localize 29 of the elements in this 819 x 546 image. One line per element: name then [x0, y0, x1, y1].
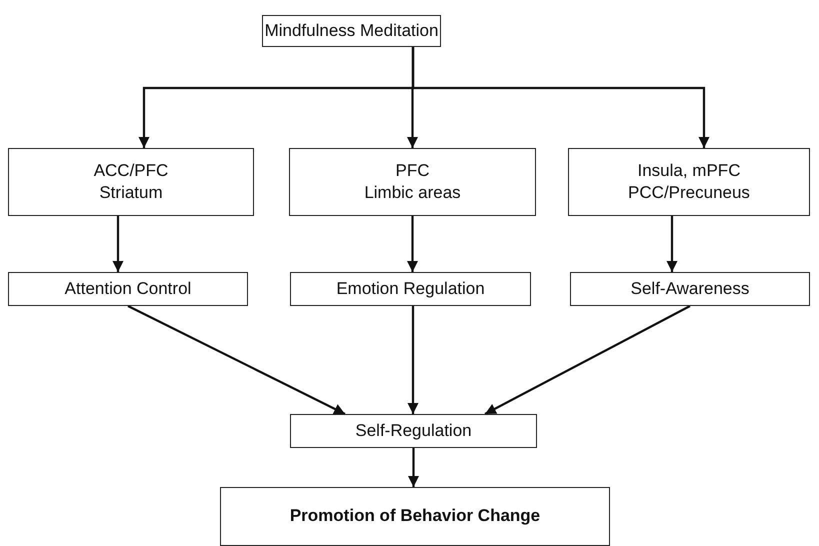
process-box	[8, 272, 248, 306]
arrow	[408, 448, 419, 487]
arrow	[112, 216, 124, 272]
arrow	[666, 216, 678, 272]
process-box	[290, 272, 531, 306]
box-label: Emotion Regulation	[336, 278, 485, 300]
arrow	[407, 216, 418, 272]
box-label: Mindfulness Meditation	[264, 20, 438, 42]
arrow	[412, 47, 710, 148]
box-label: Striatum	[99, 182, 163, 204]
box-label: PCC/Precuneus	[628, 182, 750, 204]
process-box	[570, 272, 810, 306]
arrow	[128, 305, 346, 415]
process-box	[568, 148, 810, 216]
box-label: Attention Control	[64, 278, 192, 300]
box-label: ACC/PFC	[94, 160, 168, 182]
box-label: Self-Regulation	[355, 420, 472, 442]
process-box	[289, 148, 536, 216]
box-label: Self-Awareness	[630, 278, 750, 300]
arrow	[408, 306, 418, 414]
process-box	[262, 15, 441, 47]
arrow	[484, 305, 691, 415]
box-label: Limbic areas	[364, 182, 461, 204]
box-label: Promotion of Behavior Change	[290, 505, 540, 528]
box-label: Insula, mPFC	[638, 160, 740, 182]
process-box	[220, 487, 610, 546]
box-label: PFC	[396, 160, 430, 182]
process-box	[8, 148, 254, 216]
process-box	[290, 414, 537, 448]
